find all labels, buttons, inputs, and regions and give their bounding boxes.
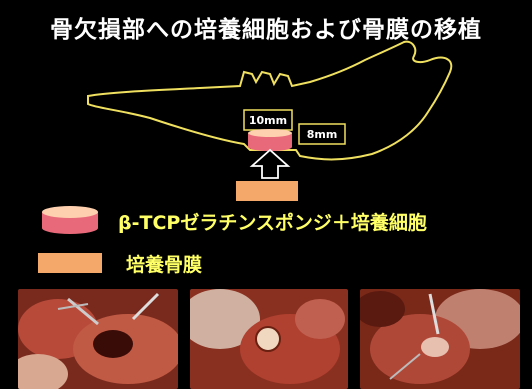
- periosteum-block: [236, 181, 298, 201]
- surgery-photo-2: [190, 289, 348, 389]
- legend-text-sponge: β-TCPゼラチンスポンジ＋培養細胞: [118, 208, 427, 235]
- width-label: 10mm: [249, 114, 287, 127]
- sponge-disc-in-jaw: [248, 129, 292, 151]
- legend-text-periosteum: 培養骨膜: [126, 250, 202, 277]
- legend-item-sponge: β-TCPゼラチンスポンジ＋培養細胞: [118, 208, 427, 235]
- up-arrow-icon: [252, 150, 288, 178]
- height-label: 8mm: [307, 128, 338, 141]
- sponge-disc-icon: [42, 206, 98, 234]
- surgery-photo-1: [18, 289, 178, 389]
- surgery-photo-3: [360, 289, 520, 389]
- periosteum-block-icon: [38, 253, 102, 273]
- legend-item-periosteum: 培養骨膜: [126, 250, 202, 277]
